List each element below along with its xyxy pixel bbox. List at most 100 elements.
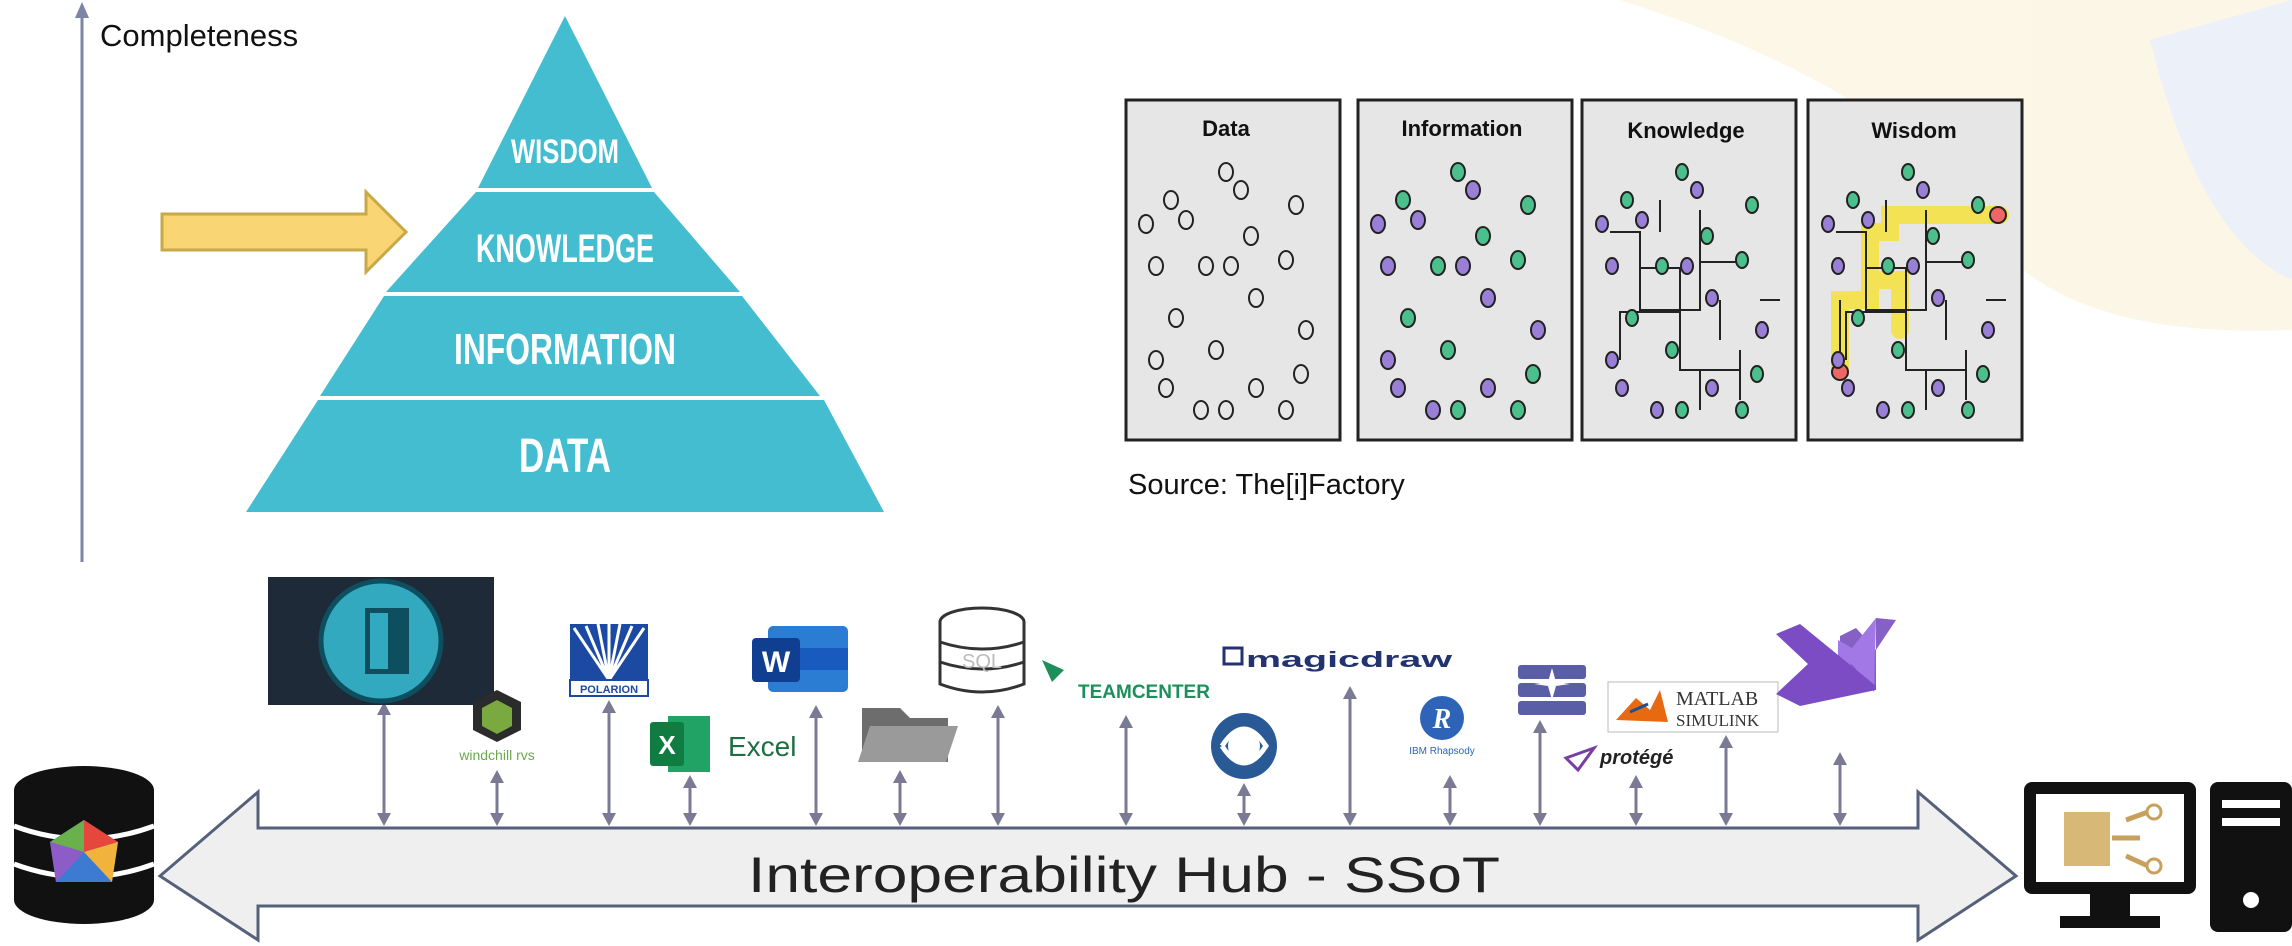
panel-dot [1148, 350, 1164, 370]
rhapsody-label: IBM Rhapsody [1409, 746, 1475, 757]
panel-dot [1605, 351, 1619, 369]
panel-dot [1510, 400, 1526, 420]
panel-dot [1380, 350, 1396, 370]
panel-dot [1680, 257, 1694, 275]
pyramid-label-data: DATA [519, 430, 611, 483]
simulink-label: SIMULINK [1676, 711, 1760, 730]
panel-dot [1380, 256, 1396, 276]
panel-dot [1530, 320, 1546, 340]
panel-dot [1163, 190, 1179, 210]
panel-dot [1248, 288, 1264, 308]
panel-dots-wisdom [1821, 163, 1995, 419]
panel-dot [1851, 309, 1865, 327]
panel-dot [1480, 288, 1496, 308]
panel-dot [1981, 321, 1995, 339]
panel-dot [1861, 211, 1875, 229]
panel-dot [1218, 400, 1234, 420]
eclipse-icon [1211, 713, 1277, 779]
teamcenter-logo: TEAMCENTER [1042, 660, 1210, 703]
excel-label: Excel [728, 731, 796, 762]
panel-dot [1690, 181, 1704, 199]
panel-dot [1615, 379, 1629, 397]
word-letter: W [762, 646, 791, 679]
panel-dot [1841, 379, 1855, 397]
panel-dot [1465, 180, 1481, 200]
pyramid-level-data [246, 400, 884, 512]
panel-dot [1750, 365, 1764, 383]
panel-dot [1675, 401, 1689, 419]
panel-dot [1298, 320, 1314, 340]
panel-dot [1450, 162, 1466, 182]
panel-dot [1605, 257, 1619, 275]
hub-connector [1119, 715, 1133, 826]
teamcenter-label: TEAMCENTER [1078, 682, 1210, 703]
panel-dot [1926, 227, 1940, 245]
dikw-pyramid: WISDOM KNOWLEDGE INFORMATION DATA [246, 16, 884, 512]
panel-dot [1430, 256, 1446, 276]
source-credit: Source: The[i]Factory [1128, 469, 1405, 501]
matlab-label: MATLAB [1676, 688, 1758, 710]
panel-dot [1243, 226, 1259, 246]
hub-connector [377, 702, 391, 826]
highlight-arrow [160, 188, 409, 276]
protege-label: protégé [1599, 747, 1673, 769]
hub-connector [683, 775, 697, 826]
panel-dot [1450, 400, 1466, 420]
polarion-label: POLARION [580, 684, 638, 696]
hub-connectors [377, 686, 1847, 826]
panel-dot [1901, 163, 1915, 181]
rhapsody-logo: R IBM Rhapsody [1409, 696, 1475, 757]
panel-dot [1665, 341, 1679, 359]
visual-studio-icon [1776, 618, 1896, 706]
panel-dot [1755, 321, 1769, 339]
panel-title-data: Data [1202, 116, 1250, 141]
panel-dot [1520, 195, 1536, 215]
hub-connector [893, 770, 907, 826]
panel-dot [1288, 195, 1304, 215]
completeness-axis [75, 2, 89, 562]
panel-dot [1931, 289, 1945, 307]
panel-dot [1525, 364, 1541, 384]
panel-title-wisdom: Wisdom [1871, 118, 1956, 143]
panel-dot [1735, 401, 1749, 419]
dashboard-database-icon [13, 766, 155, 924]
panel-dot [1370, 214, 1386, 234]
panel-dots-data [1138, 162, 1314, 420]
hub-connector [490, 770, 504, 826]
pyramid-level-wisdom [478, 16, 652, 188]
hub-connector [1719, 735, 1733, 826]
panel-dot [1831, 257, 1845, 275]
hub-connector [1629, 775, 1643, 826]
pyramid-label-knowledge: KNOWLEDGE [476, 227, 654, 271]
pyramid-level-knowledge [386, 192, 740, 292]
panel-dot [1425, 400, 1441, 420]
sql-database-icon: SQL [938, 606, 1026, 694]
panel-dot [1635, 211, 1649, 229]
panel-dots-knowledge [1595, 163, 1769, 419]
panel-dot [1961, 251, 1975, 269]
panel-dot [1595, 215, 1609, 233]
panel-dot [1700, 227, 1714, 245]
windchill-logo: windchill rvs [458, 690, 535, 763]
stack-icon [1518, 665, 1586, 715]
panel-dot [1248, 378, 1264, 398]
word-icon: W [752, 626, 848, 692]
hub-connector [1443, 775, 1457, 826]
panel-dot [1223, 256, 1239, 276]
pyramid-label-information: INFORMATION [454, 325, 676, 374]
panel-dot [1455, 256, 1471, 276]
panel-dot [1735, 251, 1749, 269]
hub-connector [991, 705, 1005, 826]
panel-dot [1931, 379, 1945, 397]
folder-icon [858, 708, 958, 762]
panel-dot [1976, 365, 1990, 383]
panel-dot [1901, 401, 1915, 419]
panel-dot [1410, 210, 1426, 230]
panel-dot [1891, 341, 1905, 359]
vision-door-icon [268, 577, 494, 705]
workstation-icon [2024, 782, 2292, 932]
sql-label: SQL [962, 651, 1002, 673]
rhapsody-letter: R [1432, 704, 1452, 735]
dikw-panels: Data Information Knowledge Wisdom [1124, 98, 2024, 442]
panel-dot [1233, 180, 1249, 200]
